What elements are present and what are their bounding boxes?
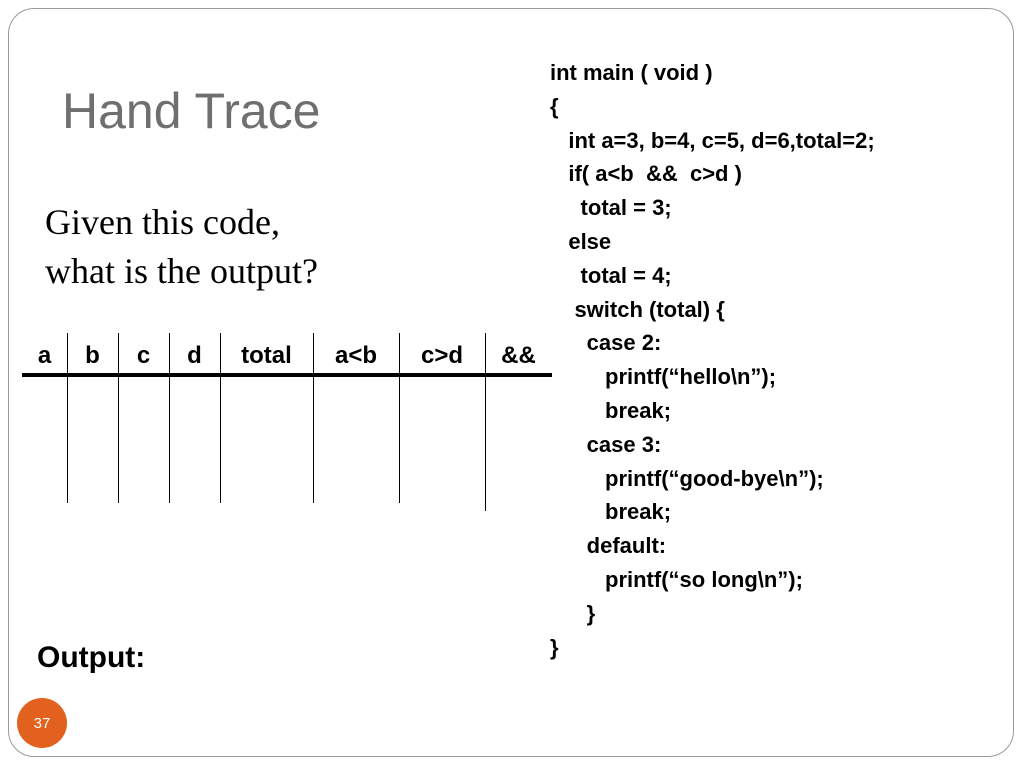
header-b: b — [85, 342, 100, 369]
trace-table: a b c d total a<b c>d && — [22, 333, 552, 513]
page-number-badge: 37 — [17, 698, 67, 748]
code-line: } — [550, 634, 559, 660]
code-line: else — [550, 228, 612, 254]
code-line: break; — [550, 397, 672, 423]
header-rule — [22, 373, 552, 377]
code-line: { — [550, 93, 559, 119]
code-line: total = 3; — [550, 195, 672, 221]
code-block: int main ( void ) { int a=3, b=4, c=5, d… — [550, 56, 875, 664]
code-line: break; — [550, 499, 672, 525]
output-label: Output: — [37, 641, 146, 674]
code-line: printf(“hello\n”); — [550, 364, 777, 390]
code-line: total = 4; — [550, 262, 672, 288]
code-line: } — [550, 600, 596, 626]
column-divider — [67, 333, 68, 503]
slide-frame — [8, 8, 1014, 757]
question-line-2: what is the output? — [45, 251, 318, 291]
page-number: 37 — [33, 714, 51, 732]
question-text: Given this code, what is the output? — [45, 198, 318, 296]
header-and: && — [501, 342, 536, 369]
code-line: default: — [550, 533, 667, 559]
header-total: total — [241, 342, 292, 369]
code-line: printf(“good-bye\n”); — [550, 465, 824, 491]
code-line: printf(“so long\n”); — [550, 566, 803, 592]
question-line-1: Given this code, — [45, 202, 280, 242]
code-line: case 3: — [550, 431, 662, 457]
code-line: case 2: — [550, 330, 662, 356]
code-line: int main ( void ) — [550, 60, 713, 85]
code-line: int a=3, b=4, c=5, d=6,total=2; — [550, 127, 875, 153]
header-a-lt-b: a<b — [334, 342, 378, 369]
header-d: d — [187, 342, 202, 369]
header-c: c — [136, 342, 151, 369]
column-divider — [220, 333, 221, 503]
header-a: a — [37, 342, 52, 369]
column-divider — [118, 333, 119, 503]
column-divider — [485, 333, 486, 511]
code-line: switch (total) { — [550, 296, 725, 322]
header-c-gt-d: c>d — [420, 342, 464, 369]
slide-title: Hand Trace — [62, 83, 321, 139]
code-line: if( a<b && c>d ) — [550, 161, 742, 187]
column-divider — [169, 333, 170, 503]
column-divider — [399, 333, 400, 503]
column-divider — [313, 333, 314, 503]
